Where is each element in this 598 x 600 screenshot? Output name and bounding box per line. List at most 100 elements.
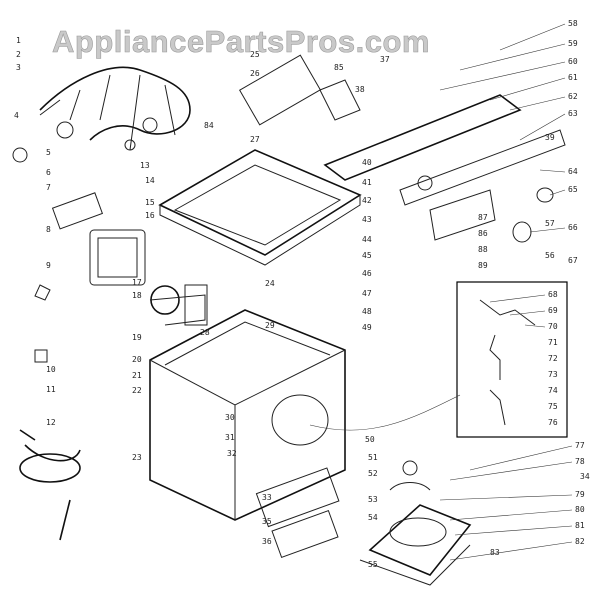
callout-68: 68 [548, 290, 558, 299]
callout-41: 41 [362, 178, 372, 187]
callout-56: 56 [545, 251, 555, 260]
callout-66: 66 [568, 223, 578, 232]
callout-75: 75 [548, 402, 558, 411]
callout-51: 51 [368, 453, 378, 462]
left-small-parts [19, 192, 146, 541]
callout-67: 67 [568, 256, 578, 265]
callout-13: 13 [140, 161, 150, 170]
callout-38: 38 [355, 85, 365, 94]
callout-20: 20 [132, 355, 142, 364]
callout-85: 85 [334, 63, 344, 72]
callout-53: 53 [368, 495, 378, 504]
callout-59: 59 [568, 39, 578, 48]
callout-29: 29 [265, 321, 275, 330]
callout-34: 34 [580, 472, 590, 481]
inset-pointer-line [309, 394, 461, 431]
callout-50: 50 [365, 435, 375, 444]
callout-28: 28 [200, 328, 210, 337]
callout-76: 76 [548, 418, 558, 427]
callout-69: 69 [548, 306, 558, 315]
callout-14: 14 [145, 176, 155, 185]
callout-71: 71 [548, 338, 558, 347]
callout-80: 80 [575, 505, 585, 514]
callout-78: 78 [575, 457, 585, 466]
callout-3: 3 [16, 63, 21, 72]
callout-15: 15 [145, 198, 155, 207]
callout-10: 10 [46, 365, 56, 374]
callout-40: 40 [362, 158, 372, 167]
callout-74: 74 [548, 386, 558, 395]
callout-86: 86 [478, 229, 488, 238]
callout-36: 36 [262, 537, 272, 546]
callout-5: 5 [46, 148, 51, 157]
callout-72: 72 [548, 354, 558, 363]
callout-30: 30 [225, 413, 235, 422]
callout-61: 61 [568, 73, 578, 82]
callout-18: 18 [132, 291, 142, 300]
callout-77: 77 [575, 441, 585, 450]
inset-detail-box [456, 281, 568, 438]
leader-lines [439, 23, 573, 561]
callout-25: 25 [250, 50, 260, 59]
callout-44: 44 [362, 235, 372, 244]
watermark-text: AppliancePartsPros.com [52, 24, 430, 59]
callout-58: 58 [568, 19, 578, 28]
callout-65: 65 [568, 185, 578, 194]
callout-55: 55 [368, 560, 378, 569]
callout-70: 70 [548, 322, 558, 331]
callout-37: 37 [380, 55, 390, 64]
callout-88: 88 [478, 245, 488, 254]
callout-43: 43 [362, 215, 372, 224]
callout-2: 2 [16, 50, 21, 59]
callout-32: 32 [227, 449, 237, 458]
callout-39: 39 [545, 133, 555, 142]
callout-22: 22 [132, 386, 142, 395]
callout-48: 48 [362, 307, 372, 316]
callout-23: 23 [132, 453, 142, 462]
callout-81: 81 [575, 521, 585, 530]
cabinet [149, 309, 346, 559]
callout-79: 79 [575, 490, 585, 499]
callout-57: 57 [545, 219, 555, 228]
callout-63: 63 [568, 109, 578, 118]
callout-17: 17 [132, 278, 142, 287]
callout-62: 62 [568, 92, 578, 101]
motor-assembly [149, 284, 208, 326]
callout-42: 42 [362, 196, 372, 205]
callout-8: 8 [46, 225, 51, 234]
callout-21: 21 [132, 371, 142, 380]
callout-84: 84 [204, 121, 214, 130]
callout-1: 1 [16, 36, 21, 45]
callout-45: 45 [362, 251, 372, 260]
top-cover [158, 149, 362, 266]
callout-9: 9 [46, 261, 51, 270]
callout-27: 27 [250, 135, 260, 144]
callout-89: 89 [478, 261, 488, 270]
callout-49: 49 [362, 323, 372, 332]
callout-31: 31 [225, 433, 235, 442]
callout-87: 87 [478, 213, 488, 222]
callout-47: 47 [362, 289, 372, 298]
callout-19: 19 [132, 333, 142, 342]
callout-7: 7 [46, 183, 51, 192]
callout-12: 12 [46, 418, 56, 427]
callout-64: 64 [568, 167, 578, 176]
callout-35: 35 [262, 517, 272, 526]
wire-harness [12, 66, 191, 163]
callout-labels: 1 2 3 4 5 6 7 8 9 10 11 12 13 14 15 16 1… [14, 19, 590, 569]
callout-52: 52 [368, 469, 378, 478]
pump-assembly [359, 460, 472, 586]
callout-16: 16 [145, 211, 155, 220]
callout-82: 82 [575, 537, 585, 546]
console-backguard [239, 54, 566, 243]
callout-24: 24 [265, 279, 275, 288]
callout-46: 46 [362, 269, 372, 278]
callout-83: 83 [490, 548, 500, 557]
callout-6: 6 [46, 168, 51, 177]
callout-11: 11 [46, 385, 56, 394]
callout-33: 33 [262, 493, 272, 502]
callout-26: 26 [250, 69, 260, 78]
callout-54: 54 [368, 513, 378, 522]
